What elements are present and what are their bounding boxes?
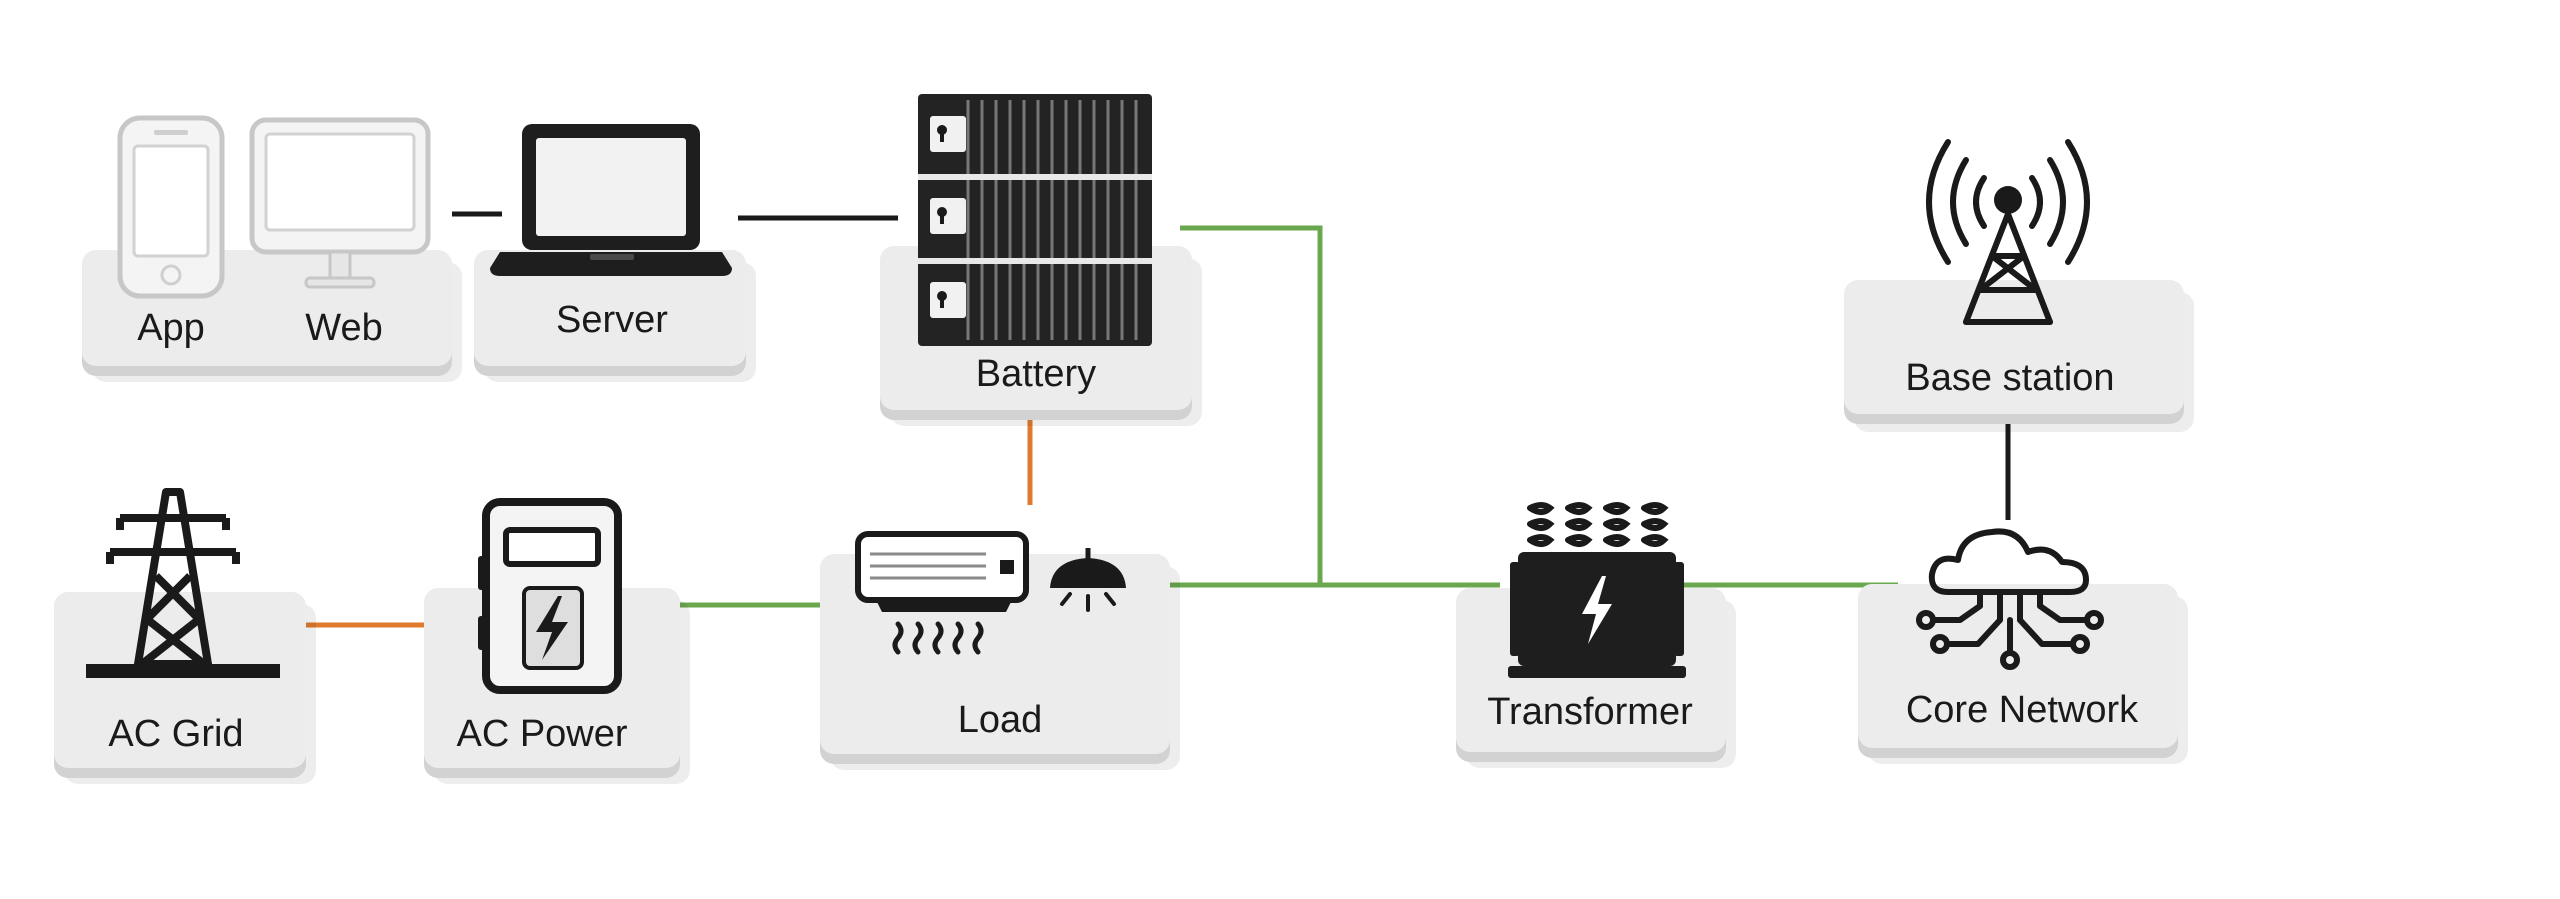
antenna-tower-icon (1926, 139, 2090, 325)
smartphone-icon (117, 115, 225, 299)
node-label-ac-power: AC Power (456, 713, 627, 755)
node-label-web: Web (305, 307, 382, 349)
connections (282, 211, 2011, 628)
node-label-ac-grid: AC Grid (108, 713, 243, 755)
node-label-transformer: Transformer (1487, 691, 1693, 733)
transformer-icon (1508, 502, 1686, 678)
connector-battery-transformer (1180, 225, 1323, 585)
monitor-icon (249, 117, 431, 289)
node-label-base-station: Base station (1905, 357, 2114, 399)
platform-server (474, 250, 756, 382)
node-label-core-network: Core Network (1906, 689, 2139, 731)
power-cabinet-icon (478, 498, 622, 694)
node-label-server: Server (556, 299, 668, 341)
power-pylon-icon (86, 488, 280, 678)
node-label-load: Load (958, 699, 1043, 741)
laptop-icon (490, 124, 732, 276)
node-labels: App Web Server Battery Base station AC G… (108, 299, 2139, 755)
node-label-battery: Battery (976, 353, 1096, 395)
cloud-network-icon (1916, 528, 2104, 670)
platform-ac-grid (54, 592, 316, 784)
node-label-app: App (137, 307, 205, 349)
air-conditioner-and-lamp-icon (855, 531, 1126, 655)
battery-rack-icon (918, 94, 1152, 346)
platform-base-station (1844, 280, 2194, 432)
